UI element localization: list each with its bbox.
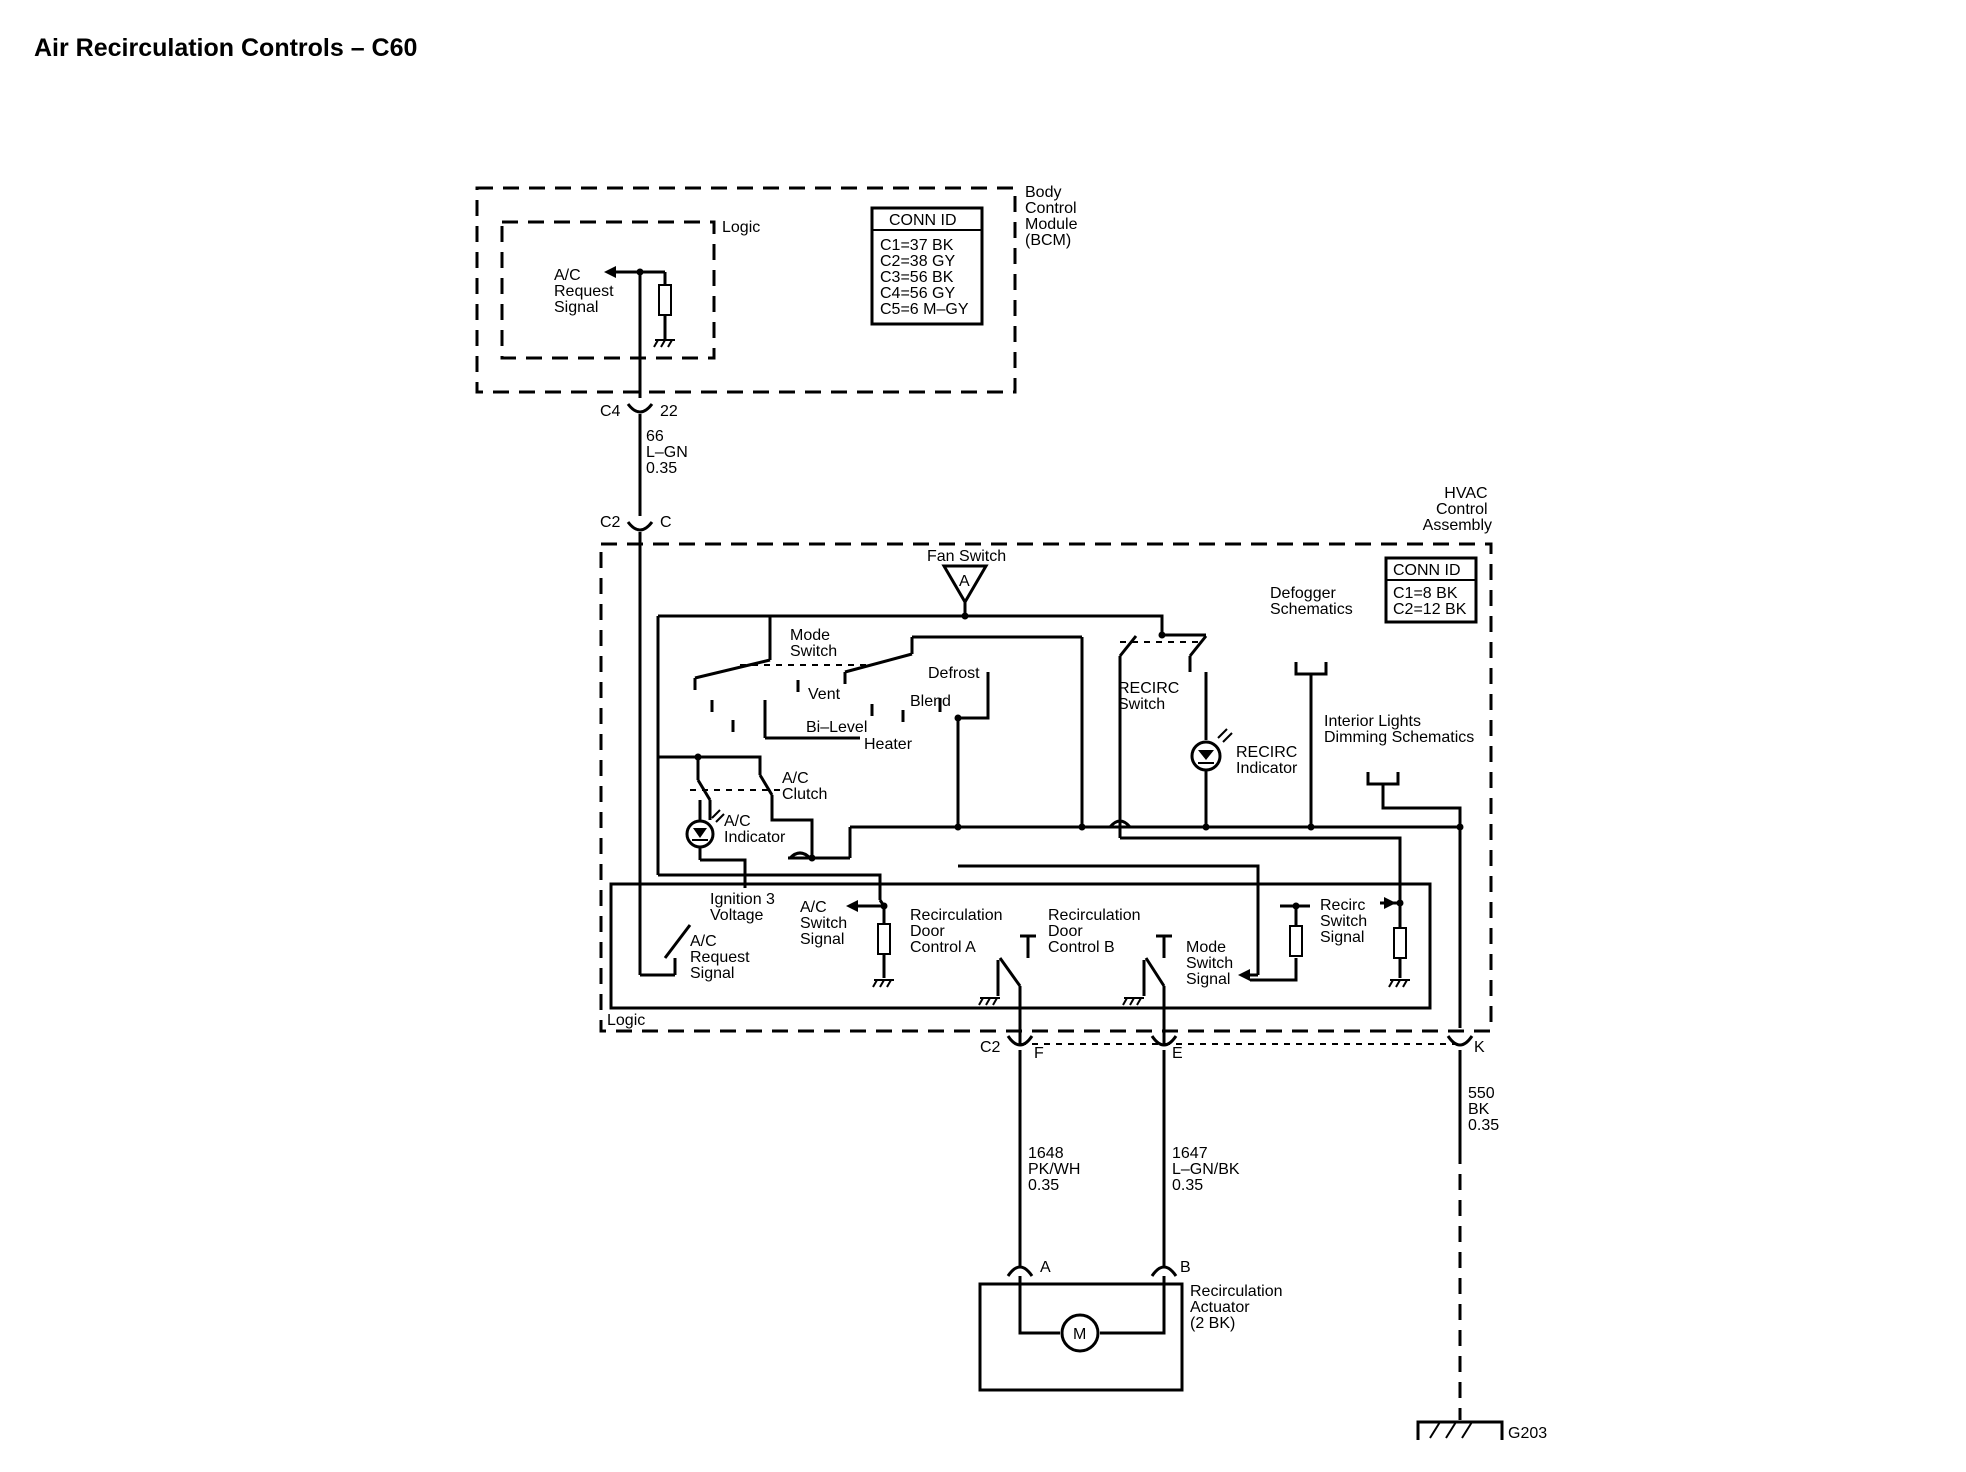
hvac-conn-id-header: CONN ID	[1393, 562, 1461, 579]
g203-label: G203	[1508, 1425, 1547, 1442]
fan-switch-ref-icon	[941, 564, 989, 605]
ac-indicator-led-icon	[685, 809, 725, 849]
ignition-label: Ignition 3 Voltage	[710, 891, 779, 924]
bcm-conn-id-table: CONN ID C1=37 BK C2=38 GY C3=56 BK C4=56…	[870, 206, 984, 326]
motor-icon: M	[1060, 1313, 1100, 1353]
recirc-indicator-label: RECIRC Indicator	[1236, 744, 1302, 777]
recirculation-actuator: A B M Recirculation Actuator (2 BK)	[978, 1259, 1287, 1392]
bcm-conn-id-rows: C1=37 BK C2=38 GY C3=56 BK C4=56 GY C5=6…	[880, 237, 969, 318]
bcm-module: Logic Body Control Module (BCM) CONN ID …	[475, 184, 1082, 394]
recirc-switch-signal-label: Recirc Switch Signal	[1320, 897, 1372, 946]
bcm-logic-label: Logic	[722, 219, 760, 236]
wire-66	[626, 272, 654, 975]
ac-indicator-label: A/C Indicator	[724, 813, 786, 846]
c2-top-pin-label: C	[660, 514, 672, 531]
interior-lights-label: Interior Lights Dimming Schematics	[1324, 713, 1474, 746]
bcm-signal-arrow-icon	[604, 266, 616, 278]
hvac-conn-id-table: CONN ID C1=8 BK C2=12 BK	[1384, 556, 1478, 624]
door-a-ground-icon	[978, 997, 1000, 1006]
actuator-pin-a-label: A	[1040, 1259, 1051, 1276]
mode-switch-signal-arrow-icon	[1238, 969, 1250, 981]
bi-level-label: Bi–Level	[806, 719, 867, 736]
door-b-ground-icon	[1122, 997, 1144, 1006]
ac-switch-signal-label: A/C Switch Signal	[800, 899, 852, 948]
defogger-label: Defogger Schematics	[1270, 585, 1353, 618]
wire-1648-label: 1648 PK/WH 0.35	[1028, 1145, 1085, 1194]
bcm-ground-icon	[653, 339, 675, 348]
hvac-control-assembly: HVAC Control Assembly CONN ID C1=8 BK C2…	[599, 485, 1493, 1044]
blend-label: Blend	[910, 693, 951, 710]
bcm-signal-label: A/C Request Signal	[554, 267, 618, 316]
fan-switch-ref-letter: A	[959, 573, 970, 590]
c2-pin-f-label: F	[1034, 1045, 1044, 1062]
fan-switch-label: Fan Switch	[927, 548, 1006, 565]
c2-top-connector-label: C2	[600, 514, 621, 531]
c2-bottom-label: C2	[980, 1039, 1001, 1056]
hvac-name: HVAC Control Assembly	[1423, 485, 1492, 534]
mode-switch-label: Mode Switch	[790, 627, 837, 660]
hvac-logic-label: Logic	[607, 1012, 645, 1029]
bcm-name: Body Control Module (BCM)	[1025, 184, 1082, 249]
ac-switch-ground-icon	[872, 979, 894, 988]
c2-bottom-connector: C2 F E K	[980, 1035, 1485, 1062]
c2-pin-e-label: E	[1172, 1045, 1183, 1062]
c4-connector-label: C4	[600, 403, 621, 420]
recirc-door-a-label: Recirculation Door Control A	[910, 907, 1007, 956]
recirc-signal-ground-icon	[1388, 979, 1410, 988]
wire-66-label: 66 L–GN 0.35	[646, 428, 692, 477]
heater-label: Heater	[864, 736, 913, 753]
actuator-pin-b-label: B	[1180, 1259, 1191, 1276]
hvac-conn-id-rows: C1=8 BK C2=12 BK	[1393, 585, 1467, 618]
recirc-switch-label: RECIRC Switch	[1118, 680, 1184, 713]
wire-550-label: 550 BK 0.35	[1468, 1085, 1499, 1134]
ac-clutch-label: A/C Clutch	[782, 770, 827, 803]
ac-switch-signal-arrow-icon	[846, 900, 858, 912]
c4-pin-label: 22	[660, 403, 678, 420]
c2-pin-k-label: K	[1474, 1039, 1485, 1056]
vent-label: Vent	[808, 686, 841, 703]
recirc-switch-signal-arrow-icon	[1384, 897, 1396, 909]
mode-switch-signal-label: Mode Switch Signal	[1186, 939, 1238, 988]
recirc-door-b-label: Recirculation Door Control B	[1048, 907, 1145, 956]
motor-letter: M	[1073, 1326, 1086, 1343]
ac-request-signal-label: A/C Request Signal	[690, 933, 754, 982]
bcm-conn-id-header: CONN ID	[889, 212, 957, 229]
wire-1647-label: 1647 L–GN/BK 0.35	[1172, 1145, 1244, 1194]
recirc-indicator-led-icon	[1190, 728, 1233, 772]
diagram-title: Air Recirculation Controls – C60	[34, 34, 418, 62]
actuator-name: Recirculation Actuator (2 BK)	[1190, 1283, 1287, 1332]
g203-ground-icon	[1416, 1420, 1504, 1440]
defrost-label: Defrost	[928, 665, 980, 682]
